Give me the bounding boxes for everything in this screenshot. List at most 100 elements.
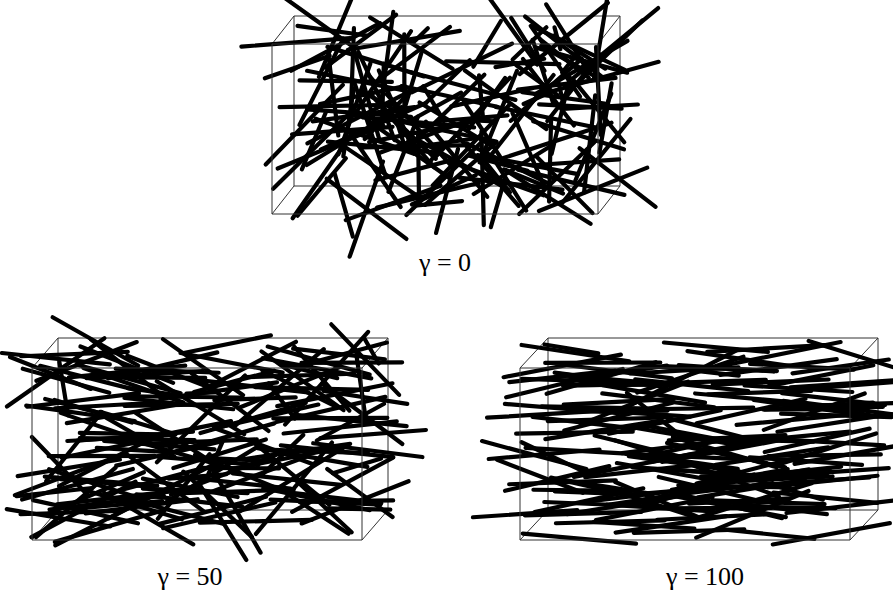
fibre-rod	[327, 469, 392, 517]
fibre-rod	[370, 121, 449, 177]
fibre-rod	[17, 488, 92, 496]
fibre-rod	[27, 393, 139, 407]
box-outline	[520, 368, 850, 369]
box-outline	[272, 44, 598, 45]
fibre-rod	[212, 456, 309, 492]
fibre-rod	[719, 501, 827, 514]
fibre-rod	[720, 359, 836, 375]
fibre-rod	[143, 439, 257, 443]
fibre-rod	[572, 8, 658, 79]
fibre-rod	[108, 352, 217, 378]
fibre-rod	[49, 454, 155, 458]
fibre-rod	[750, 457, 862, 464]
fibre-rod	[496, 107, 596, 128]
box-outline	[850, 368, 851, 540]
fibre-rod	[607, 505, 714, 512]
fibre-rod	[792, 360, 888, 374]
box-outline	[520, 368, 521, 540]
fibre-rod	[492, 157, 526, 211]
fibre-rod	[277, 383, 392, 406]
fibre-rod	[45, 477, 158, 486]
shear-strain-label: γ = 100	[666, 562, 744, 592]
fibre-rod	[311, 343, 387, 363]
fibre-rod	[299, 500, 393, 501]
fibre-rod	[518, 78, 616, 90]
fibre-rod	[542, 406, 652, 408]
fibre-rod	[552, 78, 570, 154]
fibre-rod	[595, 436, 684, 458]
fibre-rod	[125, 404, 238, 406]
fibre-rod	[723, 529, 815, 538]
fibre-rod	[687, 351, 790, 366]
fibre-rod	[750, 432, 850, 441]
fibre-rod	[473, 510, 577, 517]
fibre-rod	[55, 511, 162, 542]
box-outline	[272, 16, 294, 44]
fibre-rod	[124, 452, 203, 511]
box-outline	[272, 44, 273, 214]
fibre-rod	[713, 379, 829, 384]
fibre-rod	[482, 441, 586, 469]
fibre-rod	[184, 335, 271, 353]
fibre-rod	[556, 520, 665, 523]
fibre-rod	[707, 475, 812, 479]
fibre-rod	[21, 511, 119, 514]
fibre-rod	[773, 407, 883, 408]
fibre-rod	[97, 448, 171, 452]
box-outline	[362, 510, 388, 540]
fibre-rod	[526, 448, 636, 454]
fibre-rod	[53, 317, 139, 365]
fibre-rod	[7, 338, 105, 406]
shear-strain-label: γ = 0	[419, 248, 471, 278]
fibre-rod	[265, 56, 330, 79]
fibre-rod	[545, 344, 599, 353]
box-outline	[362, 368, 363, 540]
fibre-rod	[698, 480, 805, 498]
fibre-rod	[26, 406, 135, 421]
fibre-rod	[21, 352, 128, 356]
fibre-rod	[59, 362, 68, 416]
fibre-rod	[327, 47, 423, 76]
fibre-rod	[414, 28, 428, 42]
fibre-rod	[285, 332, 368, 425]
fibre-rod	[545, 360, 660, 365]
fibre-rod	[771, 439, 884, 445]
fibre-rod	[516, 432, 633, 434]
fibre-rod	[425, 142, 497, 205]
fibre-rod	[365, 90, 412, 139]
fibre-rod	[40, 366, 136, 390]
box-outline	[520, 540, 850, 541]
fibre-rod	[563, 105, 638, 109]
fibre-rod	[768, 454, 880, 456]
fibre-rod	[487, 75, 554, 161]
box-outline	[272, 186, 294, 214]
fibre-rod	[273, 0, 353, 46]
fibre-rod	[522, 345, 630, 361]
fibre-rod	[335, 174, 353, 237]
fibre-rod	[269, 383, 295, 418]
fibre-rod	[293, 148, 342, 218]
fibre-rod	[325, 15, 396, 68]
fibre-rod	[241, 38, 350, 46]
box-outline	[272, 214, 598, 215]
fibre-box	[241, 0, 658, 257]
box-outline	[548, 338, 878, 339]
fibre-rod	[497, 460, 583, 493]
box-outline	[32, 368, 33, 540]
fibre-rod	[465, 71, 546, 130]
fibre-rod	[18, 459, 120, 476]
fibre-rod	[273, 110, 352, 188]
fibre-box	[473, 338, 893, 544]
fibre-rod	[737, 415, 844, 425]
fibre-rod	[555, 491, 642, 494]
fibre-rod	[541, 46, 595, 77]
box-outline	[32, 540, 362, 541]
fibre-rod	[782, 393, 885, 405]
fibre-rod	[191, 373, 268, 431]
fibre-rod	[519, 142, 594, 214]
fibre-rod	[773, 523, 890, 544]
fibre-rod	[523, 534, 636, 544]
fibre-rod	[349, 132, 401, 207]
fibre-rod	[642, 438, 731, 458]
